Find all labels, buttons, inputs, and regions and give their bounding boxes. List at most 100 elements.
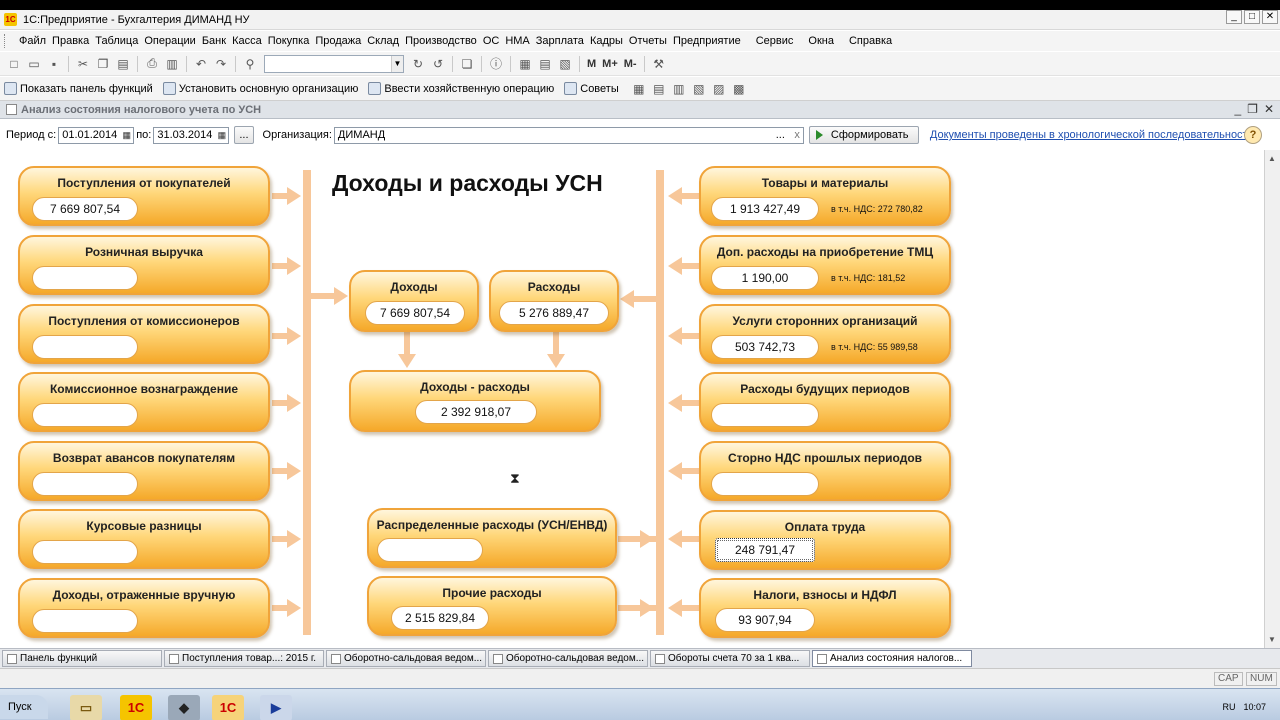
search-icon[interactable]: ⚲: [245, 56, 255, 71]
income-commissioners-value[interactable]: [32, 335, 138, 359]
income-buyers-box[interactable]: Поступления от покупателей 7 669 807,54: [18, 166, 270, 226]
help-icon[interactable]: ?: [1244, 126, 1262, 144]
window-tab-account-turnover[interactable]: Обороты счета 70 за 1 ква...: [650, 650, 810, 667]
commission-fee-value[interactable]: [32, 403, 138, 427]
menu-salary[interactable]: Зарплата: [535, 35, 584, 47]
taxes-contributions-value[interactable]: 93 907,94: [715, 608, 815, 632]
show-function-panel-button[interactable]: Показать панель функций: [4, 82, 153, 95]
menu-enterprise[interactable]: Предприятие: [672, 35, 741, 47]
window-tab-goods-receipt[interactable]: Поступления товар...: 2015 г.: [164, 650, 324, 667]
total-income-value[interactable]: 7 669 807,54: [365, 301, 465, 325]
journal-icon[interactable]: ▧: [693, 81, 705, 96]
menu-edit[interactable]: Правка: [52, 35, 90, 47]
window-tab-tax-analysis[interactable]: Анализ состояния налогов...: [812, 650, 972, 667]
print-icon[interactable]: ⎙: [147, 56, 157, 70]
menu-operations[interactable]: Операции: [144, 35, 196, 47]
income-minus-expense-box[interactable]: Доходы - расходы 2 392 918,07: [349, 370, 601, 432]
maximize-button[interactable]: □: [1244, 10, 1260, 24]
chevron-down-icon[interactable]: ▼: [391, 55, 403, 72]
income-minus-expense-value[interactable]: 2 392 918,07: [415, 400, 537, 424]
paste-icon[interactable]: ▤: [117, 56, 129, 71]
menu-intangibles[interactable]: НМА: [505, 35, 530, 47]
menu-purchase[interactable]: Покупка: [267, 35, 310, 47]
income-buyers-value[interactable]: 7 669 807,54: [32, 197, 138, 221]
close-button[interactable]: ✕: [1262, 10, 1278, 24]
distributed-expense-value[interactable]: [377, 538, 483, 562]
tools-icon[interactable]: ⚒: [653, 56, 664, 71]
advance-return-value[interactable]: [32, 472, 138, 496]
period-select-button[interactable]: ...: [234, 126, 254, 144]
commission-fee-box[interactable]: Комиссионное вознаграждение: [18, 372, 270, 432]
menu-bank[interactable]: Банк: [201, 35, 227, 47]
window-tab-balance-sheet-1[interactable]: Оборотно-сальдовая ведом...: [326, 650, 486, 667]
vertical-scrollbar[interactable]: ▲ ▼: [1264, 150, 1280, 648]
exchange-diff-value[interactable]: [32, 540, 138, 564]
find-next-icon[interactable]: ↻: [412, 56, 424, 71]
form-report-button[interactable]: Сформировать: [808, 126, 919, 144]
language-indicator[interactable]: RU: [1222, 702, 1236, 712]
calendar-icon[interactable]: ▦: [217, 129, 227, 140]
chart-icon[interactable]: ▩: [733, 81, 745, 96]
scroll-down-icon[interactable]: ▼: [1268, 635, 1276, 644]
menu-reports[interactable]: Отчеты: [628, 35, 667, 47]
total-income-box[interactable]: Доходы 7 669 807,54: [349, 270, 479, 332]
total-expense-box[interactable]: Расходы 5 276 889,47: [489, 270, 619, 332]
app-taskbar-icon[interactable]: ◆: [168, 695, 200, 720]
other-expense-value[interactable]: 2 515 829,84: [391, 606, 489, 630]
org-select-button[interactable]: ...: [775, 128, 785, 141]
set-main-org-button[interactable]: Установить основную организацию: [162, 82, 358, 95]
manual-income-box[interactable]: Доходы, отраженные вручную: [18, 578, 270, 638]
window-tab-balance-sheet-2[interactable]: Оборотно-сальдовая ведом...: [488, 650, 648, 667]
tips-button[interactable]: Советы: [564, 82, 619, 95]
menu-hr[interactable]: Кадры: [589, 35, 623, 47]
info-icon[interactable]: ⓘ: [489, 57, 502, 71]
menu-windows[interactable]: Окна: [808, 35, 834, 47]
redo-icon[interactable]: ↷: [215, 56, 227, 71]
future-expenses-value[interactable]: [711, 403, 819, 427]
find-prev-icon[interactable]: ↺: [432, 56, 444, 71]
doc-restore-button[interactable]: ❐: [1247, 102, 1258, 116]
org-clear-button[interactable]: x: [794, 128, 800, 141]
retail-revenue-value[interactable]: [32, 266, 138, 290]
table-icon[interactable]: ▧: [559, 56, 571, 71]
calendar-icon[interactable]: ▤: [539, 56, 551, 71]
extra-purchase-costs-value[interactable]: 1 190,00: [711, 266, 819, 290]
goods-materials-value[interactable]: 1 913 427,49: [711, 197, 819, 221]
docs-chronology-link[interactable]: Документы проведены в хронологической по…: [929, 129, 1254, 141]
future-expenses-box[interactable]: Расходы будущих периодов: [699, 372, 951, 432]
period-from-field[interactable]: 01.01.2014▦: [58, 126, 135, 144]
doc-close-button[interactable]: ✕: [1263, 102, 1274, 116]
menu-cash[interactable]: Касса: [232, 35, 262, 47]
tree-icon[interactable]: ▤: [653, 81, 665, 96]
copy-icon[interactable]: ❐: [97, 56, 109, 71]
taxes-contributions-box[interactable]: Налоги, взносы и НДФЛ 93 907,94: [699, 578, 951, 638]
advance-return-box[interactable]: Возврат авансов покупателям: [18, 441, 270, 501]
menu-warehouse[interactable]: Склад: [367, 35, 400, 47]
windows-icon[interactable]: ❏: [461, 56, 473, 71]
memory-button[interactable]: M: [587, 57, 597, 70]
report-icon[interactable]: ▨: [713, 81, 725, 96]
other-expense-box[interactable]: Прочие расходы 2 515 829,84: [367, 576, 617, 636]
exchange-diff-box[interactable]: Курсовые разницы: [18, 509, 270, 569]
media-taskbar-icon[interactable]: ▶: [260, 695, 292, 720]
window-tab-function-panel[interactable]: Панель функций: [2, 650, 162, 667]
memory-plus-button[interactable]: M+: [602, 57, 618, 70]
menu-help[interactable]: Справка: [848, 35, 893, 47]
menu-fixed-assets[interactable]: ОС: [482, 35, 500, 47]
preview-icon[interactable]: ▥: [166, 56, 178, 71]
total-expense-value[interactable]: 5 276 889,47: [499, 301, 609, 325]
third-party-services-value[interactable]: 503 742,73: [711, 335, 819, 359]
grid-icon[interactable]: ▦: [633, 81, 645, 96]
memory-minus-button[interactable]: M-: [623, 57, 637, 70]
manual-income-value[interactable]: [32, 609, 138, 633]
period-to-field[interactable]: 31.03.2014▦: [153, 126, 230, 144]
org-field[interactable]: ДИМАНД...x: [333, 126, 804, 144]
menu-production[interactable]: Производство: [405, 35, 477, 47]
search-combo[interactable]: ▼: [264, 54, 404, 73]
calendar-icon[interactable]: ▦: [122, 129, 131, 140]
explorer-taskbar-icon[interactable]: ▭: [70, 695, 102, 720]
save-icon[interactable]: ▪: [51, 56, 57, 71]
open-folder-icon[interactable]: ▭: [28, 56, 40, 71]
undo-icon[interactable]: ↶: [195, 56, 207, 71]
scroll-up-icon[interactable]: ▲: [1268, 154, 1276, 163]
